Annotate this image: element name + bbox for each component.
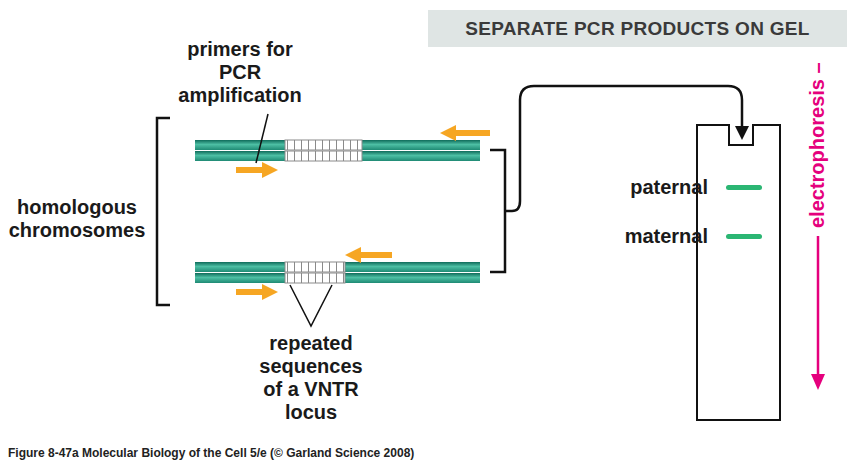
repeat-region [285, 140, 362, 150]
title-banner: SEPARATE PCR PRODUCTS ON GEL [428, 10, 847, 47]
gel-outline [697, 125, 780, 420]
primer-arrow [236, 162, 278, 178]
label-text: maternal [625, 225, 708, 247]
bracket [490, 150, 505, 272]
primer-arrow [236, 284, 278, 300]
band-label: paternal [630, 176, 708, 199]
figure-caption: Figure 8-47a Molecular Biology of the Ce… [8, 446, 414, 460]
gel-band [726, 185, 762, 190]
gel-band [726, 234, 762, 239]
group-label: homologous chromosomes [4, 196, 150, 242]
label-text: homologous chromosomes [9, 196, 146, 241]
callout-label: repeated sequences of a VNTR locus [258, 332, 364, 424]
repeat-region [285, 273, 345, 283]
label-text: repeated sequences of a VNTR locus [259, 332, 362, 423]
electrophoresis-arrow [817, 236, 820, 376]
repeat-region [285, 151, 362, 161]
leader-line [256, 114, 268, 163]
leader-line [290, 285, 332, 326]
callout-label: primers for PCR amplification [175, 38, 305, 107]
arrowhead [735, 126, 749, 140]
axis-label: electrophoresis – [806, 62, 829, 228]
primer-arrow [345, 247, 392, 263]
arrowhead [811, 374, 825, 390]
banner-text: SEPARATE PCR PRODUCTS ON GEL [465, 18, 809, 40]
primer-arrow [440, 125, 490, 141]
chromosome-strand [195, 273, 480, 283]
chromosome-strand [195, 262, 480, 272]
label-text: primers for PCR amplification [178, 38, 301, 106]
chromosome-strand [195, 140, 480, 150]
bracket [157, 118, 170, 305]
label-text: paternal [630, 176, 708, 198]
label-text: electrophoresis – [806, 62, 828, 228]
band-label: maternal [625, 225, 708, 248]
repeat-region [285, 262, 345, 272]
chromosome-strand [195, 151, 480, 161]
